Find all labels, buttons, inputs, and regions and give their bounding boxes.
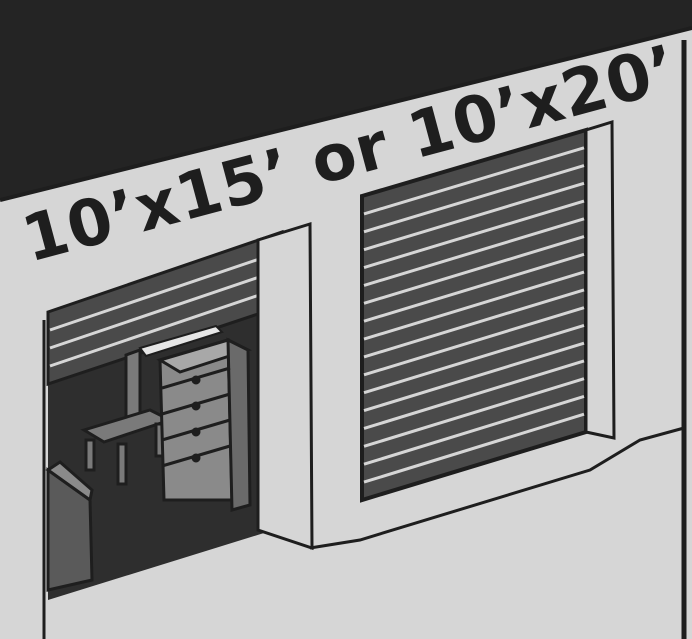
right-unit-pillar — [584, 119, 616, 440]
door-slat — [363, 217, 585, 287]
roof-edge — [0, 26, 692, 202]
door-slat — [363, 252, 585, 323]
door-slat — [363, 412, 585, 484]
door-slat — [363, 235, 585, 305]
door-slat — [363, 288, 585, 359]
door-slat — [363, 395, 585, 466]
door-slat — [363, 270, 585, 341]
door-slat — [363, 164, 585, 234]
right-storage-unit — [360, 119, 616, 503]
door-slat — [363, 306, 585, 377]
right-unit-door-slats — [363, 146, 585, 484]
ground-line — [309, 426, 685, 550]
left-storage-unit — [45, 221, 314, 600]
left-unit-door-slats — [49, 250, 281, 368]
box-icon — [45, 460, 94, 592]
left-unit-pillar — [256, 221, 314, 551]
dark-sky — [0, 0, 692, 200]
door-slat — [363, 359, 585, 430]
door-slat — [363, 323, 585, 395]
door-slat — [363, 146, 585, 216]
door-slat — [363, 199, 585, 269]
door-slat — [363, 341, 585, 413]
shelf-top — [138, 324, 224, 358]
door-slat — [363, 377, 585, 448]
dresser-icon — [156, 337, 252, 512]
door-slat — [363, 181, 585, 252]
chair-icon — [80, 347, 174, 486]
